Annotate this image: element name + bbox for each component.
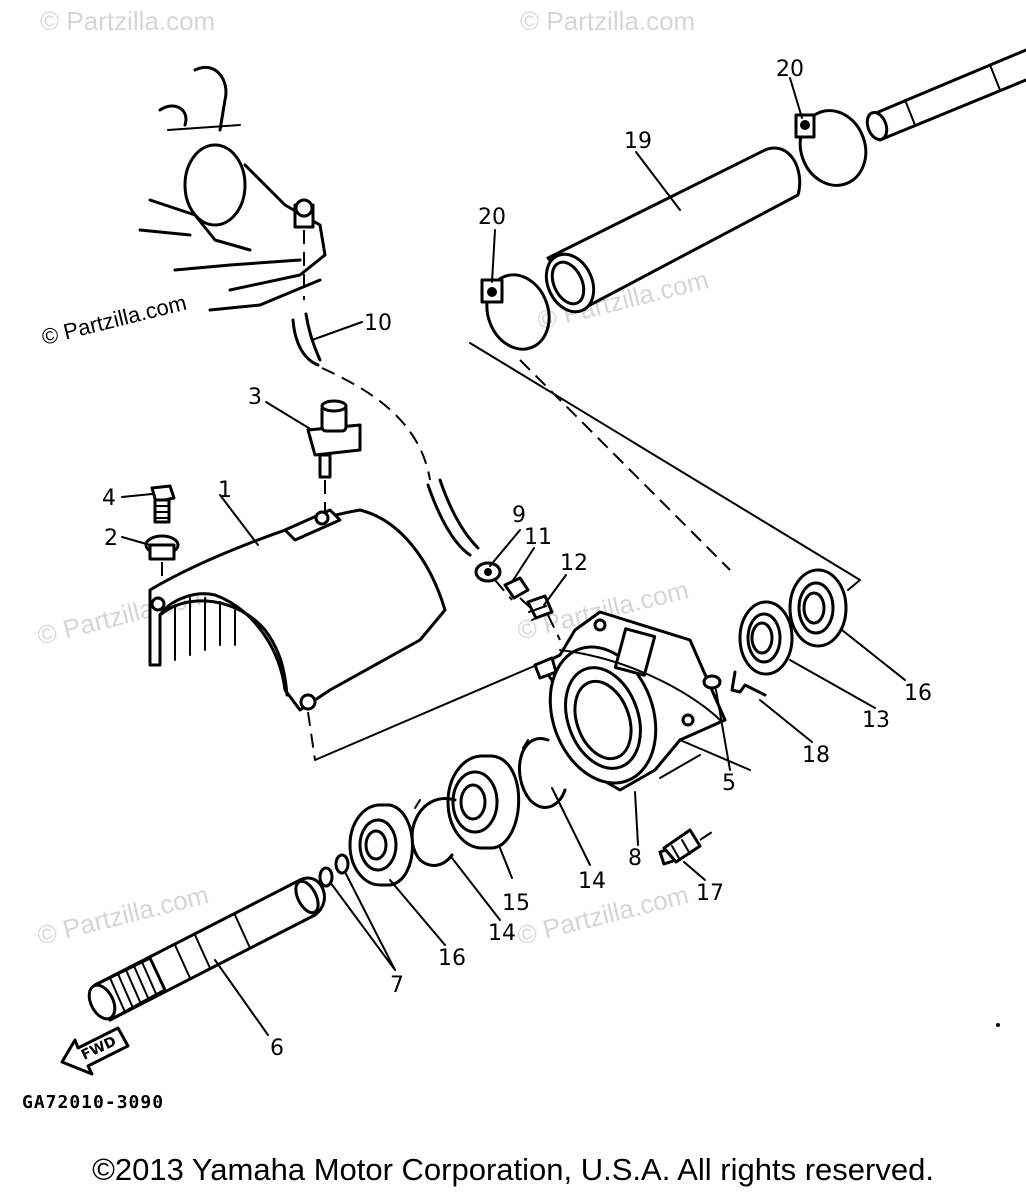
part-15-bearing: [446, 754, 521, 850]
callout-20-right: 20: [776, 57, 804, 82]
drive-shaft-upper: [865, 48, 1026, 142]
callout-4: 4: [102, 486, 116, 511]
callout-12: 12: [560, 551, 588, 576]
part-7-o-rings: [318, 853, 350, 888]
callout-2: 2: [104, 526, 118, 551]
copyright-notice: ©2013 Yamaha Motor Corporation, U.S.A. A…: [92, 1152, 934, 1187]
part-19-tube: [544, 146, 802, 314]
alignment-lines: [469, 342, 861, 591]
callout-14-upper: 14: [578, 869, 606, 894]
part-9-fitting: [474, 561, 513, 601]
callout-9: 9: [512, 503, 526, 528]
part-18-clip: [730, 670, 767, 697]
callout-16-upper: 16: [904, 681, 932, 706]
callout-leaders: [121, 77, 906, 1036]
callouts: 1 2 3 4 5 6 7 8 9 10 11 12 13 14 14 15 1…: [102, 57, 932, 1061]
callout-7: 7: [390, 973, 404, 998]
watermark-text: © Partzilla.com: [39, 290, 189, 350]
part-16-seal-lower: [348, 803, 414, 887]
callout-3: 3: [248, 385, 262, 410]
part-2-collar: [144, 534, 180, 600]
part-6-drive-shaft: [87, 876, 326, 1022]
callout-20-left: 20: [478, 205, 506, 230]
part-17-bolt: [658, 828, 713, 866]
callout-6: 6: [270, 1036, 284, 1061]
callout-5: 5: [722, 771, 736, 796]
callout-18: 18: [802, 743, 830, 768]
part-20-clamp-left: [480, 273, 551, 351]
watermark-text: © Partzilla.com: [520, 6, 695, 36]
part-1-cover: [148, 508, 561, 761]
callout-14-lower: 14: [488, 921, 516, 946]
part-14-ring-lower: [410, 797, 457, 867]
engine-outline: [138, 65, 327, 312]
callout-13: 13: [862, 708, 890, 733]
part-11-nut: [503, 576, 536, 613]
callout-11: 11: [524, 525, 552, 550]
part-13-seal: [738, 600, 794, 676]
part-14-ring-upper: [518, 737, 567, 809]
callout-8: 8: [628, 846, 642, 871]
part-8-housing: [533, 610, 751, 792]
callout-1: 1: [218, 478, 232, 503]
watermark-text: © Partzilla.com: [40, 6, 215, 36]
part-10-hose: [291, 312, 480, 557]
part-16-seal-upper: [788, 568, 848, 648]
part-20-clamp-right: [794, 109, 868, 187]
part-3-breather: [306, 399, 362, 520]
part-5-pin: [702, 674, 722, 690]
diagram-code: GA72010-3090: [22, 1092, 165, 1113]
fwd-arrow-icon: FWD: [60, 1026, 130, 1076]
callout-17: 17: [696, 881, 724, 906]
part-4-bolt: [150, 484, 176, 524]
callout-16-lower: 16: [438, 946, 466, 971]
callout-10: 10: [364, 311, 392, 336]
callout-19: 19: [624, 129, 652, 154]
stray-dot: [996, 1023, 1000, 1027]
callout-15: 15: [502, 891, 530, 916]
